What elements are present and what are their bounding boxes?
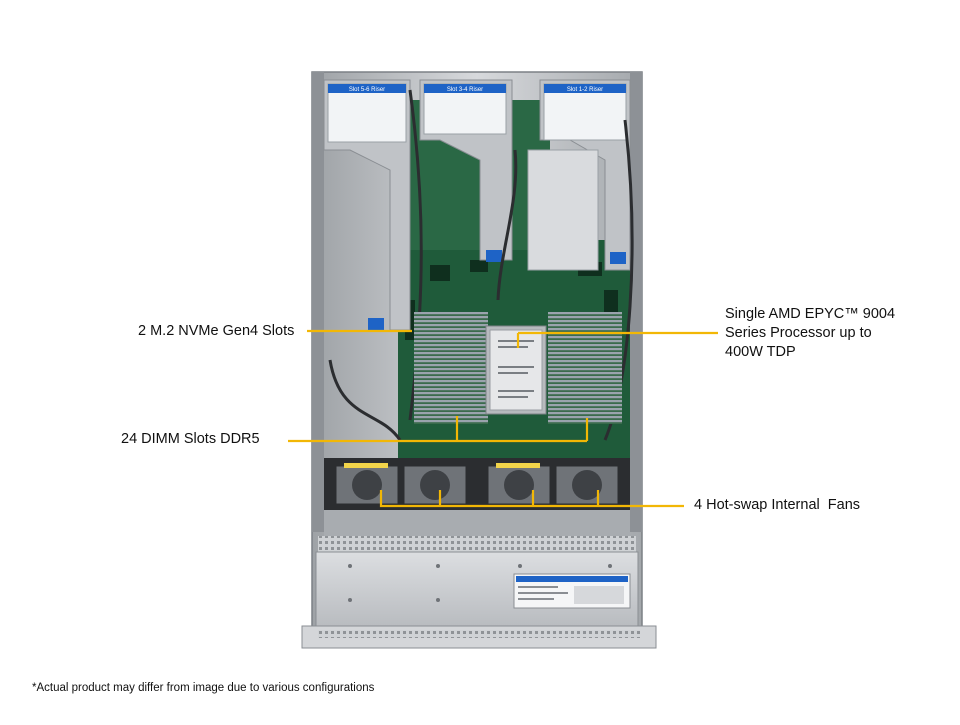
front-cover-screws [348, 564, 612, 602]
chassis-right-wall [630, 72, 642, 532]
riser-left: Slot 5-6 Riser [323, 79, 411, 331]
front-mesh [318, 536, 636, 552]
front-bezel-vents [318, 630, 640, 638]
fan-3 [487, 463, 551, 505]
fan-2 [403, 465, 467, 505]
leader-lines [288, 329, 718, 508]
callout-cpu-line-3: 400W TDP [725, 344, 796, 360]
leader-dimm [288, 416, 589, 443]
dimm-bank-left [414, 312, 488, 424]
leader-cpu [516, 331, 718, 348]
riser-middle: Slot 3-4 Riser [419, 79, 513, 262]
callout-m2-nvme: 2 M.2 NVMe Gen4 Slots [138, 323, 295, 339]
fan-row [324, 458, 630, 510]
fan-4 [555, 465, 619, 505]
chassis-left-wall [312, 72, 324, 532]
footnote: *Actual product may differ from image du… [32, 682, 375, 694]
service-label [513, 573, 631, 609]
leader-fans [379, 490, 684, 508]
backplane-strip [324, 510, 630, 536]
callout-cpu: Single AMD EPYC™ 9004 Series Processor u… [725, 305, 935, 362]
riser-right: Slot 1-2 Riser [527, 79, 631, 271]
fan-1 [335, 463, 399, 505]
riser-right-label: Slot 1-2 Riser [567, 87, 603, 93]
callout-cpu-line-1: Single AMD EPYC™ 9004 [725, 306, 896, 322]
callout-dimm-slots: 24 DIMM Slots DDR5 [121, 431, 260, 447]
dimm-bank-right [548, 312, 622, 424]
callout-cpu-line-2: Series Processor up to [725, 325, 872, 341]
riser-left-label: Slot 5-6 Riser [349, 87, 385, 93]
riser-middle-label: Slot 3-4 Riser [447, 87, 483, 93]
callout-fans: 4 Hot-swap Internal Fans [694, 497, 861, 513]
cpu-marking [498, 340, 534, 398]
